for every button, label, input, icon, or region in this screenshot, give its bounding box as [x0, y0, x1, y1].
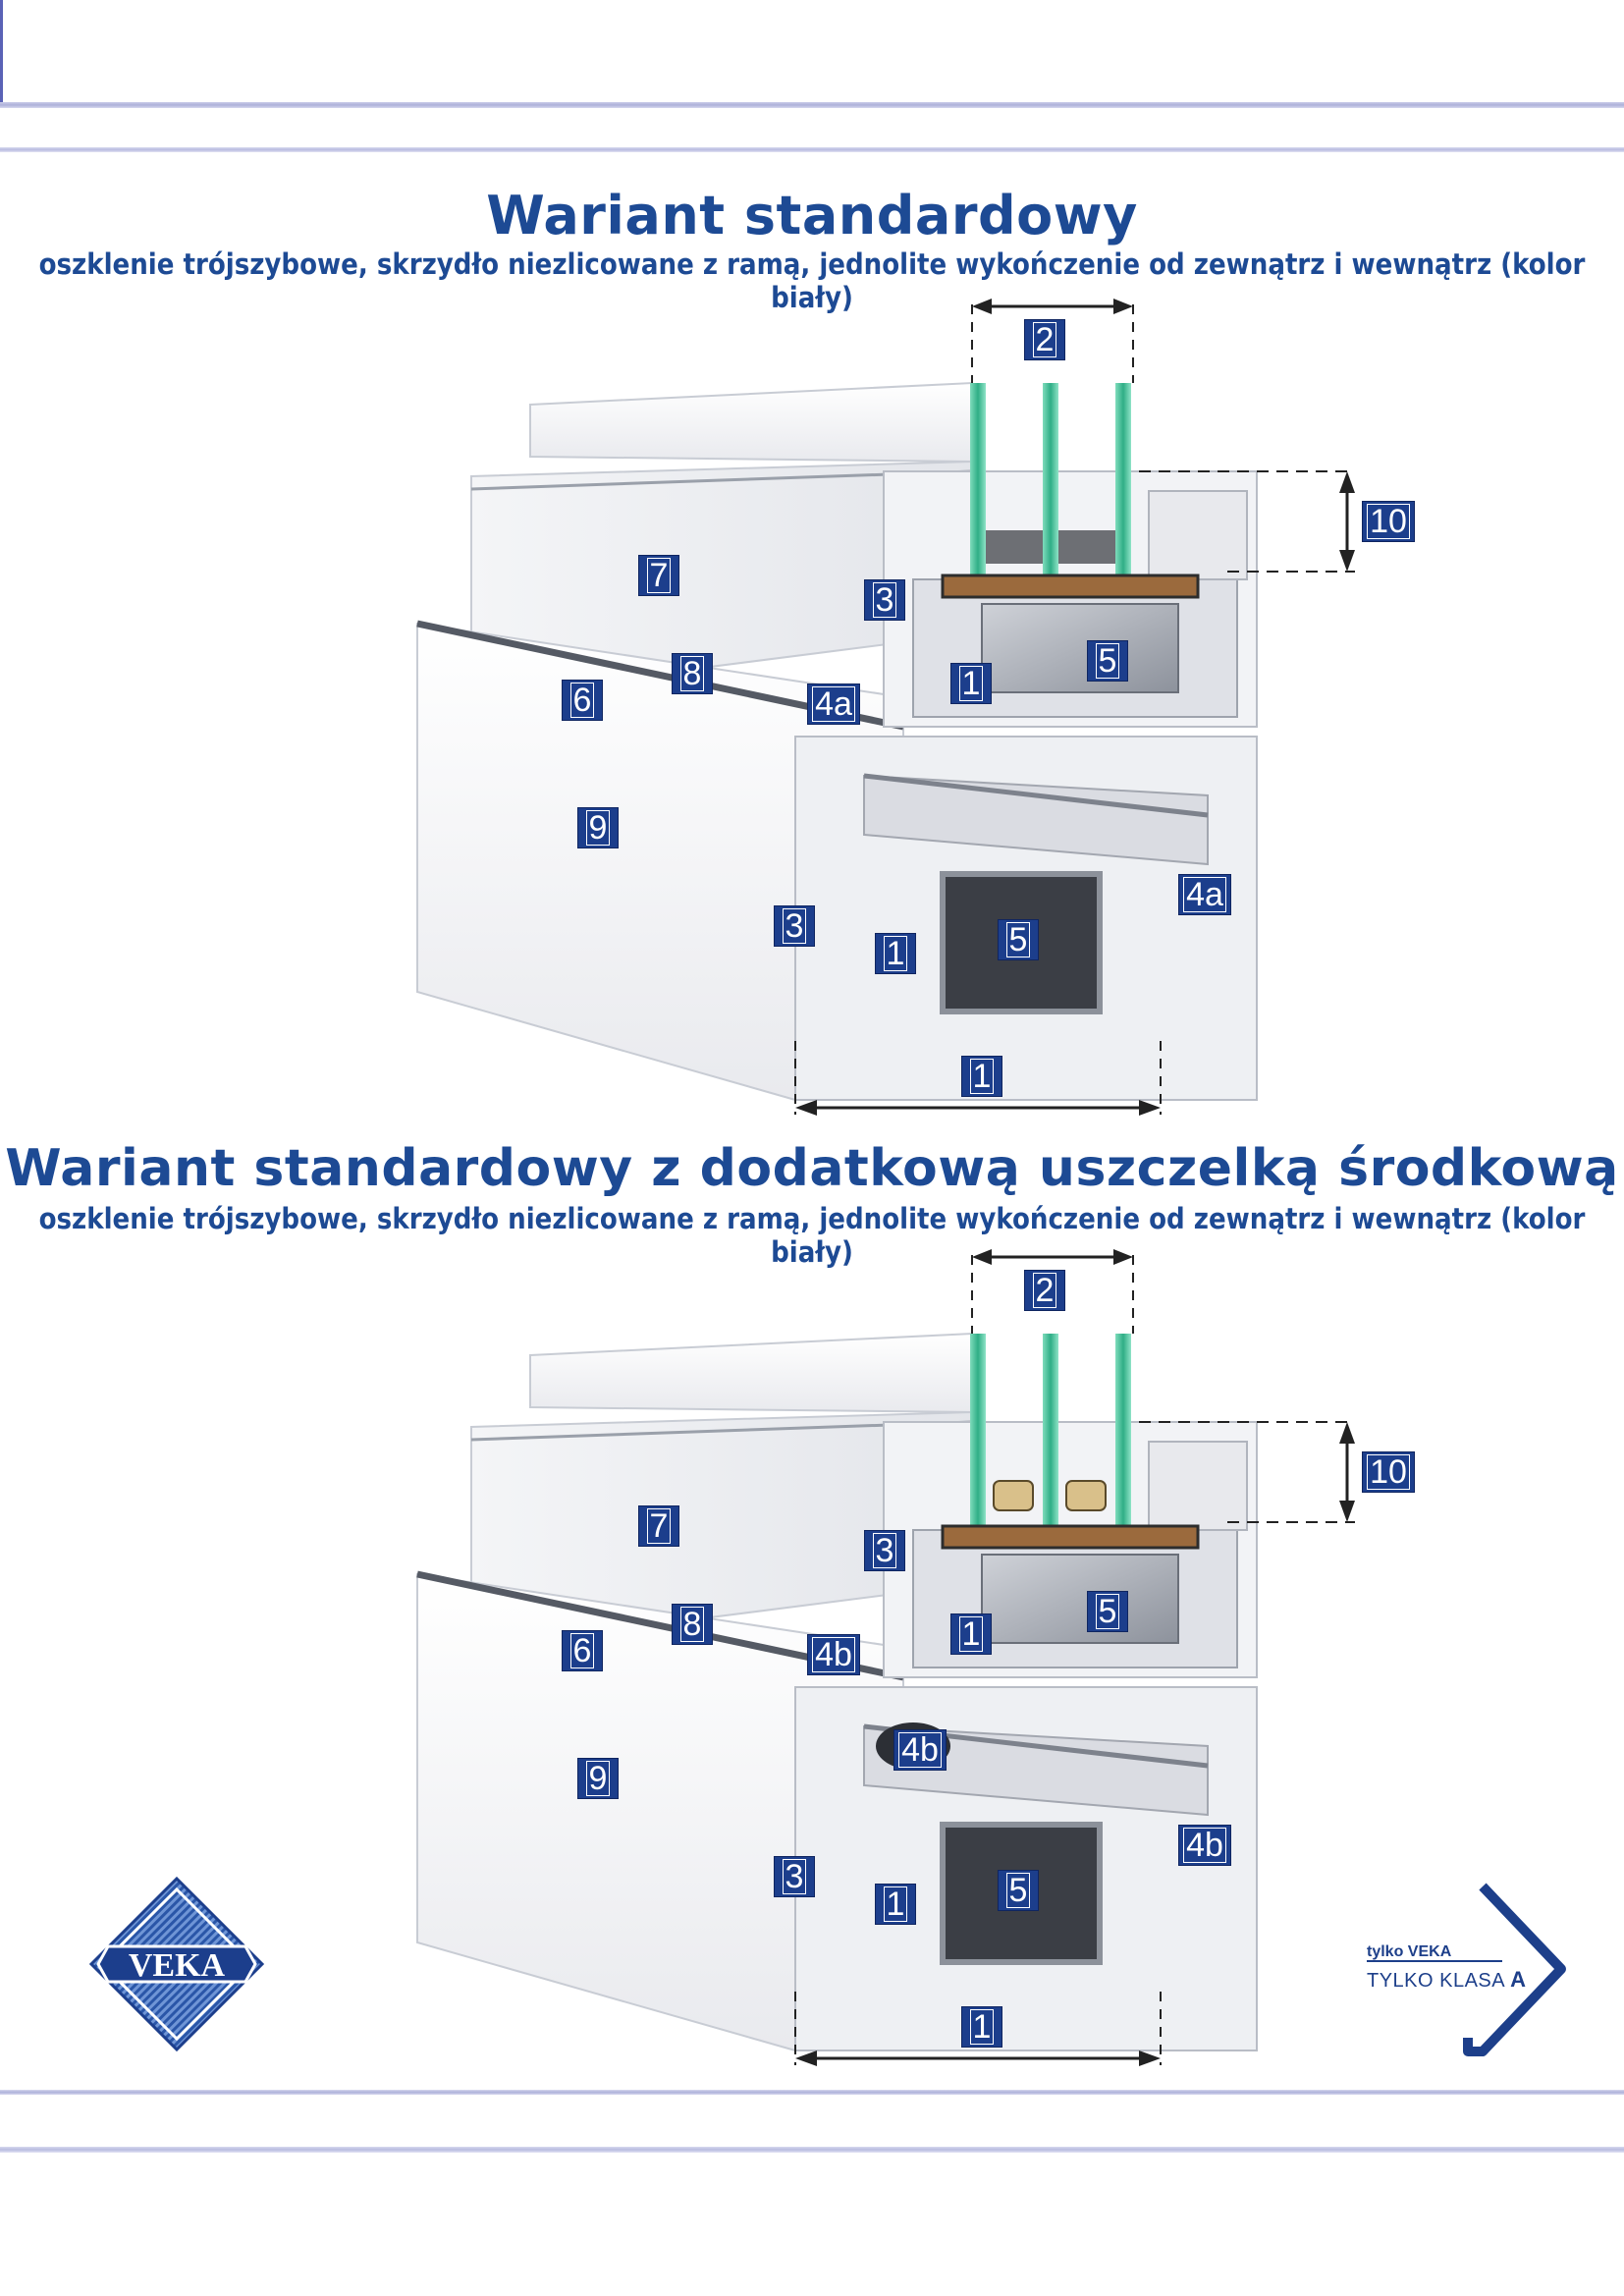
badge-big-label: TYLKO KLASA — [1367, 1970, 1505, 1992]
marker-label: 6 — [569, 1633, 595, 1668]
marker-4b: 4b — [893, 1729, 947, 1771]
marker-label: 1 — [958, 1616, 984, 1652]
marker-6: 6 — [562, 680, 603, 721]
marker-label: 3 — [782, 908, 807, 944]
section1-subtitle: oszklenie trójszybowe, skrzydło niezlico… — [38, 247, 1586, 314]
marker-1: 1 — [875, 933, 916, 974]
bottom-rule-2 — [0, 2147, 1624, 2153]
marker-label: 1 — [969, 2009, 995, 2045]
bottom-rule — [0, 2090, 1624, 2095]
marker-label: 3 — [782, 1859, 807, 1894]
marker-4b: 4b — [1178, 1825, 1231, 1866]
marker-label: 2 — [1032, 1273, 1057, 1308]
veka-logo: VEKA — [88, 1876, 265, 2052]
marker-label: 10 — [1367, 504, 1410, 539]
klasa-chevron-icon — [1367, 1883, 1566, 2056]
marker-4a: 4a — [807, 683, 860, 725]
marker-label: 5 — [1095, 1594, 1120, 1629]
marker-label: 2 — [1032, 322, 1057, 357]
section2-subtitle: oszklenie trójszybowe, skrzydło niezlico… — [38, 1202, 1586, 1269]
marker-label: 3 — [872, 1533, 897, 1568]
badge-big-accent: A — [1510, 1967, 1527, 1992]
marker-label: 3 — [872, 582, 897, 618]
marker-label: 9 — [585, 1761, 611, 1796]
veka-logo-icon: VEKA — [88, 1876, 265, 2052]
marker-10: 10 — [1362, 1451, 1415, 1493]
marker-label: 6 — [569, 683, 595, 718]
marker-label: 5 — [1005, 922, 1031, 957]
marker-3: 3 — [774, 1856, 815, 1897]
badge-small-text: tylko VEKA — [1367, 1943, 1452, 1960]
marker-label: 1 — [969, 1059, 995, 1094]
marker-3: 3 — [774, 905, 815, 947]
marker-4a: 4a — [1178, 874, 1231, 915]
marker-1: 1 — [961, 1056, 1002, 1097]
marker-9: 9 — [577, 1758, 619, 1799]
marker-7: 7 — [638, 1505, 679, 1547]
marker-label: 8 — [679, 656, 705, 691]
marker-label: 9 — [585, 810, 611, 846]
marker-5: 5 — [1087, 640, 1128, 682]
marker-7: 7 — [638, 555, 679, 596]
marker-1: 1 — [875, 1884, 916, 1925]
marker-1: 1 — [950, 663, 992, 704]
left-edge-line — [0, 0, 3, 108]
marker-label: 4b — [812, 1637, 855, 1672]
marker-5: 5 — [998, 1870, 1039, 1911]
veka-logo-text: VEKA — [129, 1947, 226, 1984]
marker-1: 1 — [950, 1613, 992, 1655]
profile-drawing-1 — [416, 299, 1355, 1116]
profile-cross-section-2: 2 10 7 3 8 6 4b 1 5 4b 9 3 1 5 4b 1 — [0, 1235, 1624, 2094]
marker-label: 1 — [883, 1886, 908, 1922]
section1-title: Wariant standardowy — [486, 185, 1138, 246]
marker-label: 5 — [1005, 1873, 1031, 1908]
profile-cross-section-1: 2 10 7 3 8 6 4a 1 5 9 3 1 5 4a 1 — [0, 285, 1624, 1143]
marker-8: 8 — [672, 1604, 713, 1645]
marker-label: 4b — [1183, 1828, 1226, 1863]
top-rule-2 — [0, 147, 1624, 152]
marker-label: 1 — [883, 936, 908, 971]
marker-3: 3 — [864, 1530, 905, 1571]
badge-big-text: TYLKO KLASA A — [1367, 1967, 1526, 1993]
marker-label: 10 — [1367, 1454, 1410, 1490]
marker-label: 4a — [1183, 877, 1226, 912]
marker-9: 9 — [577, 807, 619, 848]
top-rule — [0, 102, 1624, 108]
marker-5: 5 — [998, 919, 1039, 960]
marker-label: 1 — [958, 666, 984, 701]
marker-2: 2 — [1024, 1270, 1065, 1311]
marker-3: 3 — [864, 579, 905, 621]
marker-6: 6 — [562, 1630, 603, 1671]
marker-label: 7 — [646, 1508, 672, 1544]
section2-title: Wariant standardowy z dodatkową uszczelk… — [5, 1139, 1619, 1198]
marker-8: 8 — [672, 653, 713, 694]
klasa-a-badge: tylko VEKA TYLKO KLASA A — [1355, 1881, 1591, 2062]
marker-1: 1 — [961, 2006, 1002, 2048]
marker-4b: 4b — [807, 1634, 860, 1675]
marker-10: 10 — [1362, 501, 1415, 542]
marker-label: 5 — [1095, 643, 1120, 679]
marker-2: 2 — [1024, 319, 1065, 360]
marker-label: 8 — [679, 1607, 705, 1642]
marker-5: 5 — [1087, 1591, 1128, 1632]
profile-drawing-2 — [416, 1249, 1355, 2066]
marker-label: 7 — [646, 558, 672, 593]
marker-label: 4b — [898, 1732, 942, 1768]
marker-label: 4a — [812, 686, 855, 722]
